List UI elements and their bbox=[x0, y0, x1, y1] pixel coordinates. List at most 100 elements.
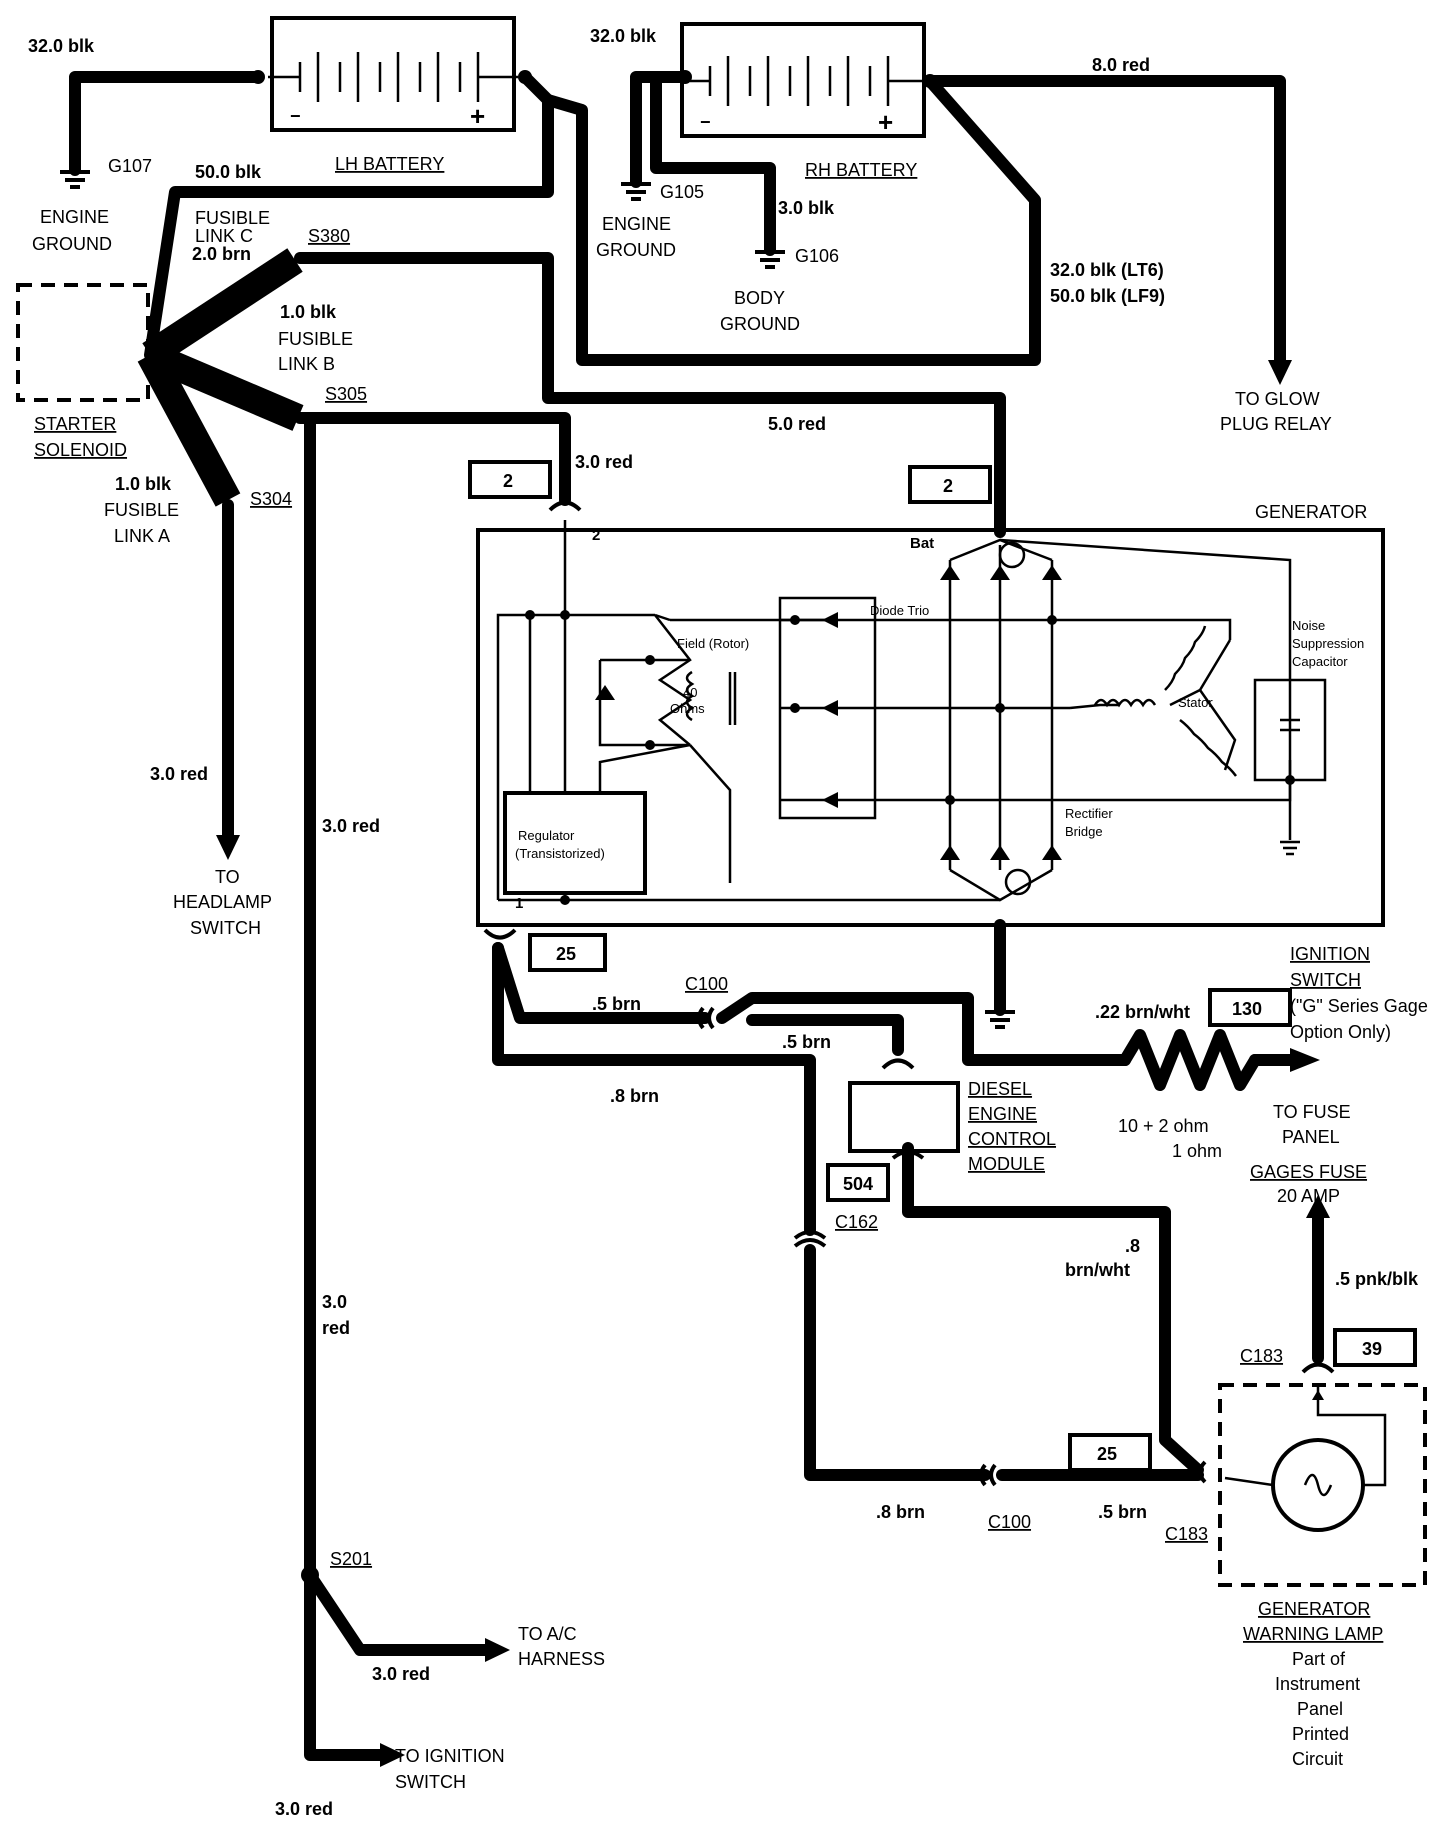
splice-dot bbox=[518, 70, 532, 84]
rectifier-label: Bridge bbox=[1065, 824, 1103, 839]
arrow-fuse-panel bbox=[1290, 1048, 1320, 1072]
wire-lh-to-starter bbox=[144, 71, 554, 361]
lh-battery: − + bbox=[268, 16, 518, 132]
ignition-switch-label: Option Only) bbox=[1290, 1022, 1391, 1042]
wire-label: .5 pnk/blk bbox=[1335, 1269, 1419, 1289]
arrow-glow bbox=[1268, 360, 1292, 385]
connector-label: C100 bbox=[988, 1512, 1031, 1532]
generator-term2: 2 bbox=[592, 527, 600, 544]
regulator-label: (Transistorized) bbox=[515, 846, 605, 861]
destination-label: TO IGNITION bbox=[395, 1746, 505, 1766]
fusible-link-label: 2.0 brn bbox=[192, 244, 251, 264]
circuit-number: 39 bbox=[1362, 1339, 1382, 1359]
decm-label: DIESEL bbox=[968, 1079, 1032, 1099]
ground-icon bbox=[60, 170, 90, 189]
arrow-ac bbox=[485, 1638, 510, 1662]
generator-plus-terminal bbox=[998, 541, 1026, 569]
splice-label: S201 bbox=[330, 1549, 372, 1569]
destination-label: HEADLAMP bbox=[173, 892, 272, 912]
ignition-switch-label: SWITCH bbox=[1290, 970, 1361, 990]
ground-label: G107 bbox=[108, 156, 152, 176]
wire-label: 3.0 red bbox=[372, 1664, 430, 1684]
ground-label: BODY bbox=[734, 288, 785, 308]
generator-bat-label: Bat bbox=[910, 535, 934, 552]
wire-lh-ground bbox=[69, 71, 264, 176]
ignition-switch-label: IGNITION bbox=[1290, 944, 1370, 964]
fusible-link-label: FUSIBLE bbox=[278, 329, 353, 349]
resistor-label: 10 + 2 ohm bbox=[1118, 1116, 1209, 1136]
generator bbox=[476, 520, 1385, 927]
destination-label: TO A/C bbox=[518, 1624, 577, 1644]
wire-label: 5.0 red bbox=[768, 414, 826, 434]
ground-label: GROUND bbox=[32, 234, 112, 254]
wire-label: .5 brn bbox=[592, 994, 641, 1014]
ground-label: G106 bbox=[795, 246, 839, 266]
gages-fuse-label: 20 AMP bbox=[1277, 1186, 1340, 1206]
arrows bbox=[216, 360, 1330, 1767]
connector-symbols bbox=[483, 500, 1335, 1487]
generator-title: GENERATOR bbox=[1255, 502, 1367, 522]
diode-icons bbox=[595, 565, 1062, 860]
wire-label: .8 bbox=[1125, 1236, 1140, 1256]
wire-label: 32.0 blk bbox=[28, 36, 95, 56]
generator-minus-terminal bbox=[1004, 868, 1032, 896]
wire-c162-down bbox=[804, 1244, 991, 1481]
fusible-link-label: FUSIBLE bbox=[195, 208, 270, 228]
fusible-link-c bbox=[142, 248, 303, 367]
ground-symbols bbox=[60, 170, 1015, 1029]
ground-label: GROUND bbox=[596, 240, 676, 260]
fusible-link-label: FUSIBLE bbox=[104, 500, 179, 520]
wire-decm-c183 bbox=[902, 1142, 1204, 1476]
circuit-number: 130 bbox=[1232, 999, 1262, 1019]
wire-label: .8 brn bbox=[876, 1502, 925, 1522]
starter-label: SOLENOID bbox=[34, 440, 127, 460]
wire-label: 3.0 red bbox=[275, 1799, 333, 1819]
rh-battery-label: RH BATTERY bbox=[805, 160, 917, 180]
wire-label: brn/wht bbox=[1065, 1260, 1130, 1280]
ground-icon bbox=[621, 182, 651, 201]
warning-lamp-label: Part of bbox=[1292, 1649, 1346, 1669]
stator-label: Stator bbox=[1178, 695, 1213, 710]
circuit-number: 2 bbox=[503, 471, 513, 491]
decm-label: MODULE bbox=[968, 1154, 1045, 1174]
decm-label: CONTROL bbox=[968, 1129, 1056, 1149]
regulator-label: Regulator bbox=[518, 828, 575, 843]
splice-label: S304 bbox=[250, 489, 292, 509]
wire-label: 3.0 red bbox=[322, 816, 380, 836]
starter-label: STARTER bbox=[34, 414, 116, 434]
destination-label: TO GLOW bbox=[1235, 389, 1320, 409]
wire-label: 3.0 blk bbox=[778, 198, 835, 218]
circuit-boxes bbox=[468, 460, 1417, 1472]
arrow-headlamp bbox=[216, 835, 240, 860]
connector-label: C100 bbox=[685, 974, 728, 994]
wire-label: .22 brn/wht bbox=[1095, 1002, 1190, 1022]
lh-battery-label: LH BATTERY bbox=[335, 154, 444, 174]
warning-lamp-label: Printed bbox=[1292, 1724, 1349, 1744]
wire-gen-bat bbox=[294, 252, 1006, 538]
connector-label: C162 bbox=[835, 1212, 878, 1232]
lh-battery-minus: − bbox=[290, 106, 301, 126]
splice-dot bbox=[251, 70, 265, 84]
splice-dot bbox=[923, 74, 937, 88]
regulator-box bbox=[503, 791, 647, 895]
circuit-number: 504 bbox=[843, 1174, 873, 1194]
rh-battery-minus: − bbox=[700, 112, 711, 132]
connector-label: C183 bbox=[1165, 1524, 1208, 1544]
fusible-link-label: 1.0 blk bbox=[280, 302, 337, 322]
splice-label: S305 bbox=[325, 384, 367, 404]
wire-ac bbox=[304, 1569, 491, 1656]
wire-s305 bbox=[294, 412, 571, 506]
wire-label: 50.0 blk bbox=[195, 162, 262, 182]
warning-lamp-label: WARNING LAMP bbox=[1243, 1624, 1383, 1644]
generator-term1: 1 bbox=[515, 895, 523, 912]
wire-label: 3.0 red bbox=[575, 452, 633, 472]
connector-label: C183 bbox=[1240, 1346, 1283, 1366]
wire-label: 3.0 red bbox=[150, 764, 208, 784]
warning-lamp-label: GENERATOR bbox=[1258, 1599, 1370, 1619]
ohms-label: 40 bbox=[683, 685, 697, 700]
ground-label: G105 bbox=[660, 182, 704, 202]
wire-to-glow-plug bbox=[924, 75, 1286, 366]
warning-lamp-label: Instrument bbox=[1275, 1674, 1360, 1694]
warning-lamp-label: Panel bbox=[1297, 1699, 1343, 1719]
